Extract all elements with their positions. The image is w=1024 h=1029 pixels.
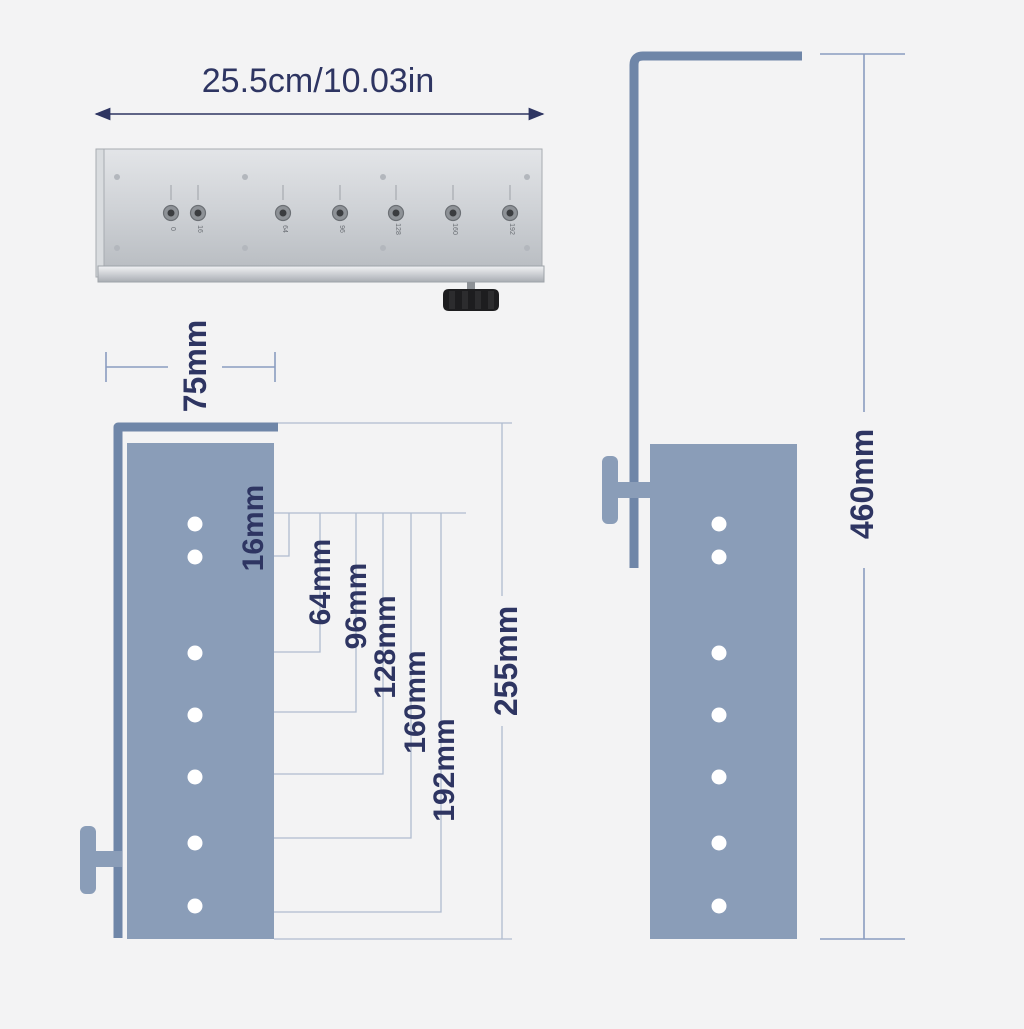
side-bracket bbox=[113, 422, 278, 938]
length-label: 255mm bbox=[488, 606, 524, 716]
guide-hole-label: 128 bbox=[394, 223, 401, 235]
metal-plate-left-edge bbox=[95, 148, 105, 278]
guide-hole-label: 96 bbox=[338, 225, 345, 233]
spacing-label-16: 16mm bbox=[237, 485, 270, 572]
guide-hole-center bbox=[392, 209, 400, 217]
front-clamp-icon bbox=[602, 456, 650, 524]
guide-hole-label: 192 bbox=[508, 223, 515, 235]
panel-hole bbox=[711, 516, 727, 532]
guide-hole-center bbox=[167, 209, 175, 217]
height-dimension bbox=[820, 53, 905, 940]
panel-hole bbox=[711, 769, 727, 785]
panel-hole bbox=[187, 516, 203, 532]
guide-hole-center bbox=[279, 209, 287, 217]
hole-spacing-leaders bbox=[274, 512, 466, 913]
length-dimension bbox=[274, 422, 512, 940]
front-view: 460mm bbox=[602, 51, 905, 940]
guide-hole-center bbox=[449, 209, 457, 217]
lip-label: 75mm bbox=[177, 320, 213, 413]
side-clamp-icon bbox=[80, 826, 122, 894]
knob-icon bbox=[443, 282, 499, 311]
panel-hole bbox=[711, 645, 727, 661]
front-bracket bbox=[629, 51, 802, 568]
hole-spacing-labels: 16mm 64mm 96mm 128mm 160mm 192mm bbox=[237, 485, 461, 822]
panel-hole bbox=[711, 707, 727, 723]
side-panel-holes bbox=[187, 516, 203, 914]
side-view: 75mm 16mm 64mm 96mm 128mm 160mm 1 bbox=[80, 320, 524, 940]
panel-hole bbox=[187, 645, 203, 661]
lip-dimension: 75mm bbox=[105, 320, 276, 413]
metal-plate-bottom-lip bbox=[97, 265, 545, 283]
spacing-label-64: 64mm bbox=[304, 539, 337, 626]
guide-hole-center bbox=[506, 209, 514, 217]
spacing-label-128: 128mm bbox=[369, 595, 402, 698]
spacing-label-192: 192mm bbox=[428, 718, 461, 821]
panel-hole bbox=[187, 898, 203, 914]
panel-hole bbox=[187, 835, 203, 851]
guide-hole-label: 64 bbox=[281, 225, 288, 233]
guide-hole-label: 160 bbox=[451, 223, 458, 235]
panel-hole bbox=[711, 898, 727, 914]
plate-guide-holes: 0 16 64 96 128 160 192 bbox=[162, 185, 519, 235]
panel-hole bbox=[187, 707, 203, 723]
height-label: 460mm bbox=[844, 429, 880, 539]
panel-hole bbox=[711, 835, 727, 851]
spacing-label-160: 160mm bbox=[399, 650, 432, 753]
front-panel-holes bbox=[711, 516, 727, 914]
guide-hole-label: 16 bbox=[196, 225, 203, 233]
panel-hole bbox=[187, 549, 203, 565]
panel-hole bbox=[711, 549, 727, 565]
guide-hole-center bbox=[336, 209, 344, 217]
panel-hole bbox=[187, 769, 203, 785]
product-photo: 25.5cm/10.03in 0 16 64 96 128 160 192 bbox=[94, 62, 545, 311]
width-label: 25.5cm/10.03in bbox=[202, 62, 435, 100]
guide-hole-center bbox=[194, 209, 202, 217]
spacing-label-96: 96mm bbox=[340, 563, 373, 650]
plate-screw-marks bbox=[114, 174, 530, 251]
guide-hole-label: 0 bbox=[169, 227, 176, 231]
